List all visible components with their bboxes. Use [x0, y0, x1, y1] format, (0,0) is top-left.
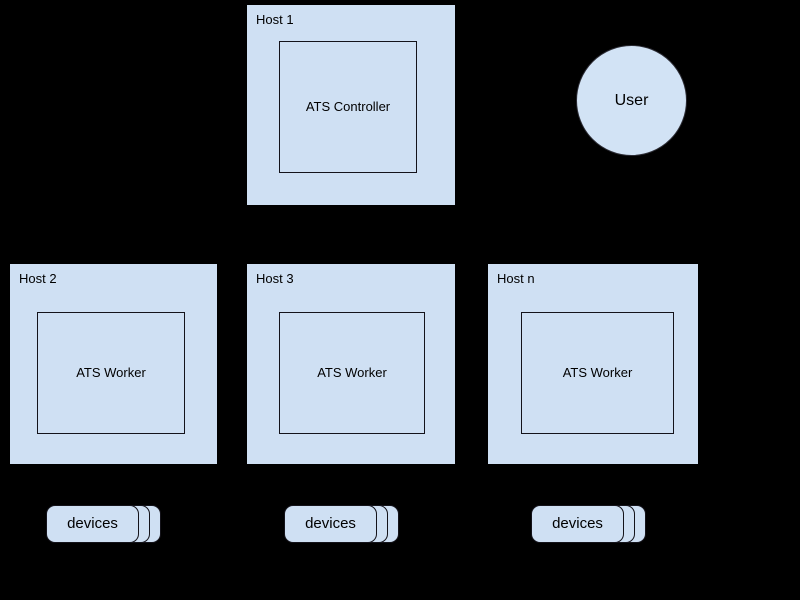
user-actor-label: User [614, 91, 649, 109]
user-actor[interactable]: User [576, 45, 687, 156]
component-label-ats-worker-hostn: ATS Worker [562, 365, 633, 380]
component-label-ats-worker-host3: ATS Worker [317, 365, 387, 380]
host-label-host1: Host 1 [256, 12, 294, 27]
component-label-ats-controller: ATS Controller [305, 99, 391, 114]
devices-label-host3: devices [305, 515, 356, 532]
host-box-hostn[interactable]: Host n ATS Worker [488, 264, 698, 464]
component-label-ats-worker-host2: ATS Worker [76, 365, 146, 380]
component-box-ats-controller[interactable]: ATS Controller [279, 41, 417, 173]
devices-layer-front[interactable]: devices [284, 505, 377, 543]
devices-stack-hostn[interactable]: devices [531, 505, 647, 543]
component-box-ats-worker-host2[interactable]: ATS Worker [37, 312, 185, 434]
devices-label-hostn: devices [552, 515, 603, 532]
devices-layer-front[interactable]: devices [531, 505, 624, 543]
component-box-ats-worker-host3[interactable]: ATS Worker [279, 312, 425, 434]
host-box-host1[interactable]: Host 1 ATS Controller [247, 5, 455, 205]
devices-stack-host3[interactable]: devices [284, 505, 400, 543]
host-label-hostn: Host n [497, 271, 535, 286]
host-box-host2[interactable]: Host 2 ATS Worker [10, 264, 217, 464]
devices-label-host2: devices [67, 515, 118, 532]
host-label-host3: Host 3 [256, 271, 294, 286]
devices-layer-front[interactable]: devices [46, 505, 139, 543]
component-box-ats-worker-hostn[interactable]: ATS Worker [521, 312, 674, 434]
devices-stack-host2[interactable]: devices [46, 505, 162, 543]
host-box-host3[interactable]: Host 3 ATS Worker [247, 264, 455, 464]
host-label-host2: Host 2 [19, 271, 57, 286]
